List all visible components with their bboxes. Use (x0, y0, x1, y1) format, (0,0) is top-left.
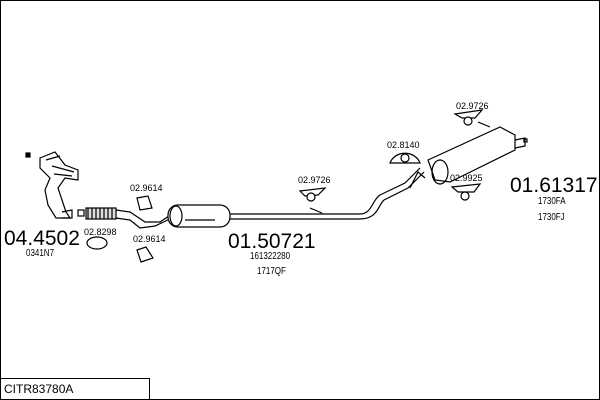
fitting-label: 02.9614 (130, 183, 163, 193)
part-code: 0341N7 (26, 248, 55, 259)
fitting-label: 02.8140 (387, 140, 420, 150)
fitting-label: 02.9726 (298, 175, 331, 185)
part-number-rear-silencer: 01.61317 (510, 174, 598, 197)
middle-silencer-drawing (167, 167, 425, 228)
part-code: 161322280 (250, 251, 291, 262)
fitting-label: 02.8298 (84, 227, 117, 237)
rear-silencer-drawing (409, 121, 528, 189)
part-number-manifold: 04.4502 (4, 227, 80, 250)
front-pipe-drawing (77, 207, 173, 229)
part-code: 1717QF (257, 266, 286, 277)
part-number-middle-silencer: 01.50721 (228, 230, 316, 253)
fittings-drawing (86, 109, 484, 263)
fitting-label: 02.9925 (450, 173, 483, 183)
manifold-catalyst-drawing (25, 151, 79, 219)
part-code: 1730FA (538, 196, 566, 207)
reference-box: CITR83780A (0, 378, 150, 399)
part-code: 1730FJ (538, 212, 565, 223)
fitting-label: 02.9726 (456, 101, 489, 111)
fitting-label: 02.9614 (133, 234, 166, 244)
